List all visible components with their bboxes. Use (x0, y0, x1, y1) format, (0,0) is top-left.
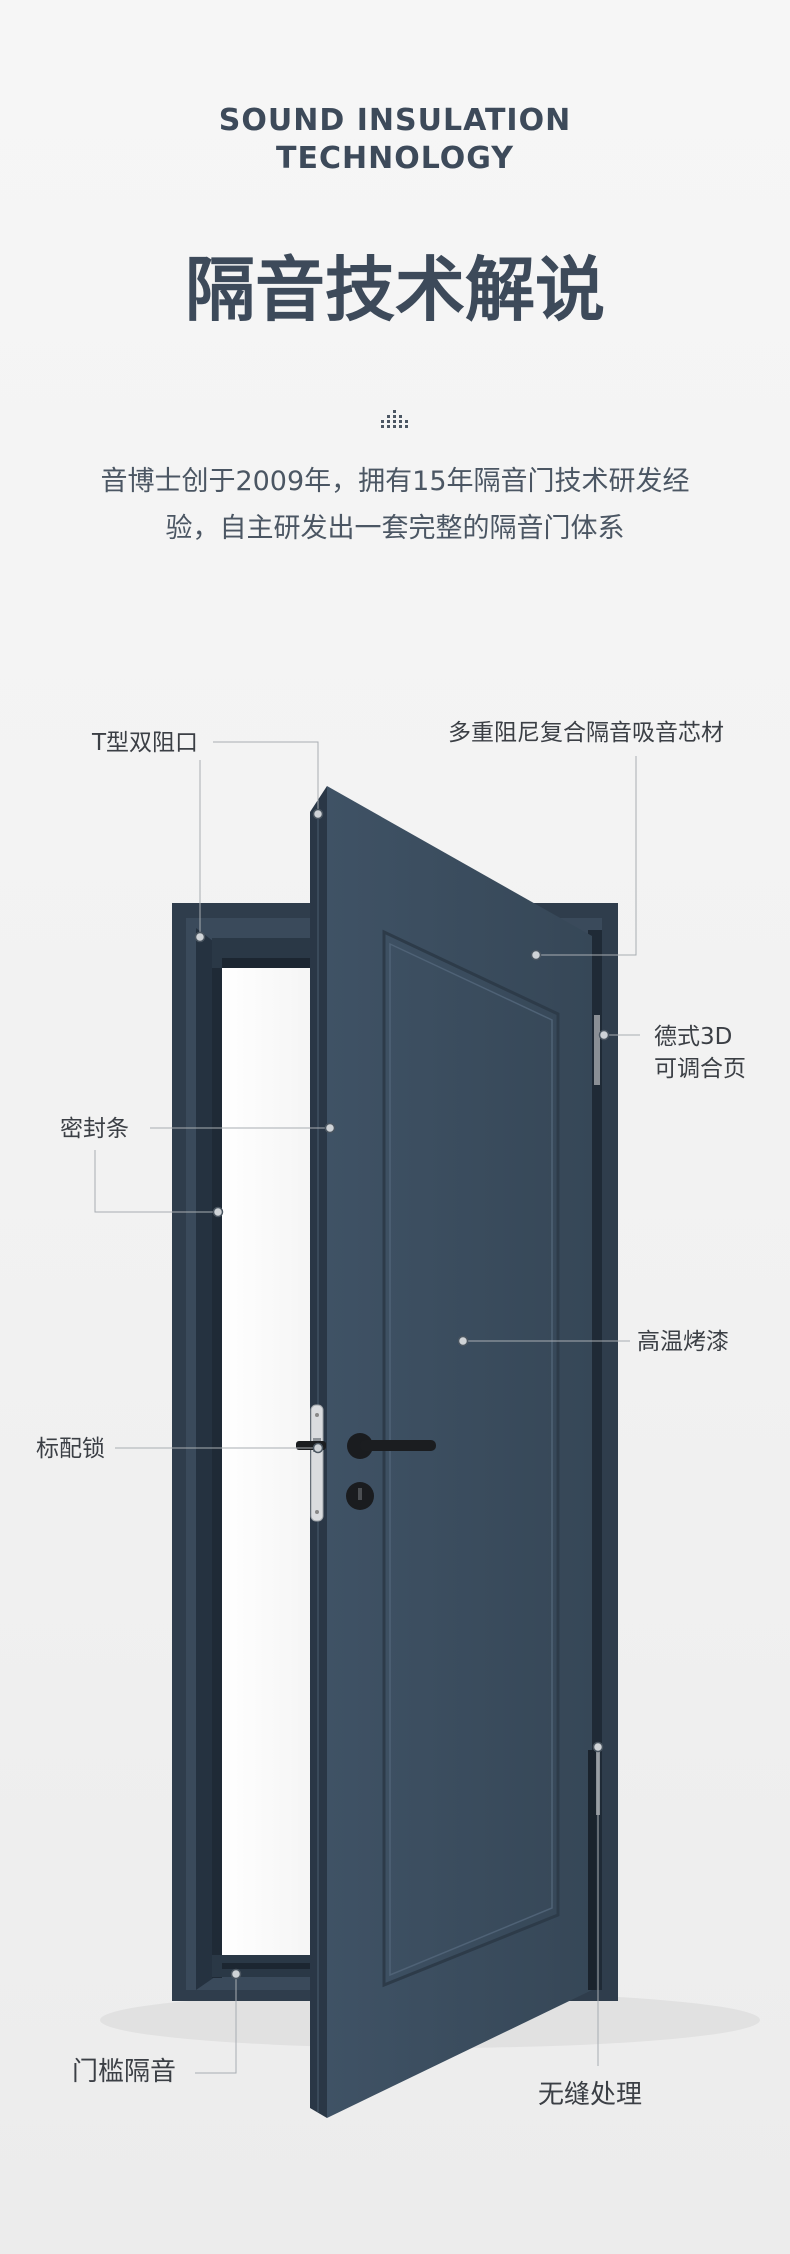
door-lock (296, 1404, 436, 1522)
intro-line1: 音博士创于2009年，拥有15年隔音门技术研发经 (100, 466, 690, 497)
label-threshold: 门槛隔音 (72, 2057, 177, 2087)
label-hinge-line2: 可调合页 (654, 1056, 746, 1082)
label-t-seal: T型双阻口 (92, 730, 199, 756)
label-gasket: 密封条 (60, 1116, 129, 1142)
label-hinge-line1: 德式3D (654, 1024, 733, 1050)
intro-line2: 验，自主研发出一套完整的隔音门体系 (165, 513, 625, 544)
label-seamless: 无缝处理 (538, 2080, 643, 2110)
english-title: SOUND INSULATION TECHNOLOGY (0, 102, 790, 178)
english-title-line2: TECHNOLOGY (276, 141, 514, 176)
intro-text: 音博士创于2009年，拥有15年隔音门技术研发经 验，自主研发出一套完整的隔音门… (40, 458, 750, 552)
english-title-line1: SOUND INSULATION (218, 103, 572, 138)
label-lock: 标配锁 (36, 1436, 105, 1462)
page-title: 隔音技术解说 (185, 249, 605, 331)
sound-wave-icon (381, 410, 408, 428)
label-paint: 高温烤漆 (637, 1329, 729, 1355)
annotation-dots (194, 808, 610, 1980)
annotation-lines (94, 741, 640, 2074)
label-core-material: 多重阻尼复合隔音吸音芯材 (448, 720, 724, 746)
